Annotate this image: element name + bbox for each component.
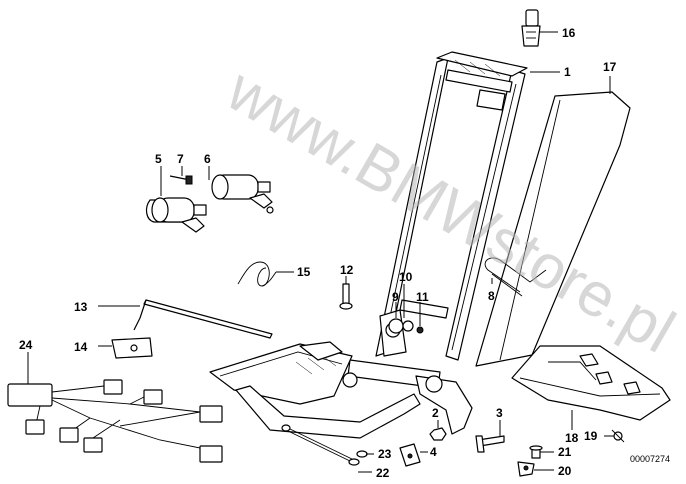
callout-23: 23 — [378, 447, 392, 461]
clip-23 — [356, 450, 368, 458]
callout-1: 1 — [564, 65, 571, 79]
callout-13: 13 — [74, 300, 88, 314]
spring-clip — [484, 257, 547, 297]
callout-22: 22 — [376, 466, 390, 480]
reference-number: 00007274 — [630, 454, 670, 464]
nut-2 — [429, 427, 447, 441]
motor-right — [211, 174, 274, 214]
torsion-spring — [237, 261, 277, 287]
clip-4 — [399, 443, 421, 467]
callout-8: 8 — [488, 289, 495, 303]
callout-4: 4 — [430, 445, 437, 459]
callout-14: 14 — [74, 340, 88, 354]
motor-left — [145, 197, 207, 233]
bracket-14 — [111, 337, 153, 359]
callout-24: 24 — [19, 338, 33, 352]
callout-5: 5 — [155, 152, 162, 166]
callout-20: 20 — [558, 464, 572, 478]
callout-11: 11 — [416, 290, 429, 304]
cable-22 — [281, 424, 360, 466]
bushing-9-10-11 — [388, 318, 424, 334]
callout-9: 9 — [392, 290, 399, 304]
screw-7 — [169, 175, 193, 185]
callout-10: 10 — [399, 270, 413, 284]
rear-panel — [475, 91, 631, 367]
plate-20 — [517, 461, 535, 477]
headrest-guide — [521, 9, 541, 47]
seat-pan — [511, 345, 671, 421]
wiring-harness — [7, 379, 223, 463]
callout-6: 6 — [204, 152, 211, 166]
callout-18: 18 — [565, 431, 579, 445]
callout-7: 7 — [177, 152, 184, 166]
callout-17: 17 — [603, 60, 617, 74]
callout-15: 15 — [297, 265, 311, 279]
seat-base-frame — [209, 341, 473, 439]
rod-13 — [133, 299, 273, 339]
callout-12: 12 — [340, 263, 354, 277]
callout-16: 16 — [562, 26, 576, 40]
callout-3: 3 — [496, 406, 503, 420]
screw-21 — [529, 445, 543, 459]
callout-21: 21 — [558, 445, 572, 459]
bolt-3 — [475, 435, 505, 453]
callout-19: 19 — [584, 429, 598, 443]
bolt-12 — [339, 283, 353, 310]
callout-2: 2 — [432, 406, 439, 420]
